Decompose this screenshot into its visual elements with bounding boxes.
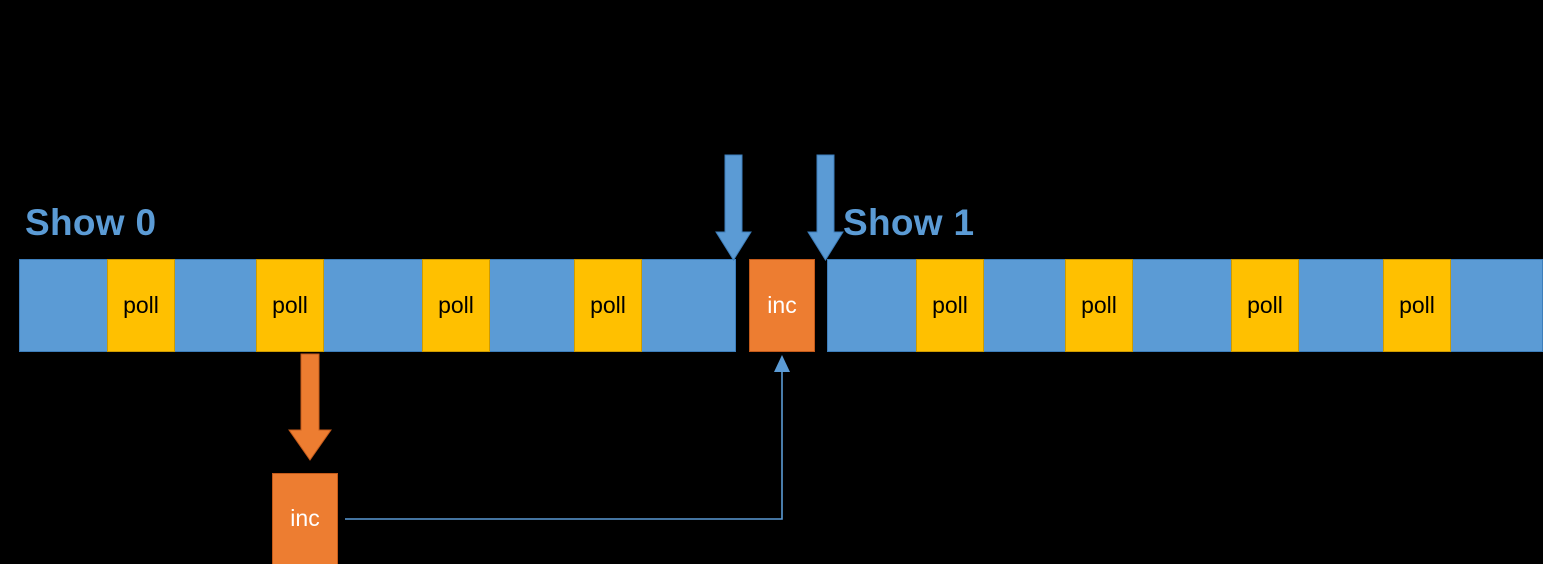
poll-block[interactable]: poll: [1065, 259, 1133, 352]
segment-label-show-1: Show 1: [843, 202, 975, 243]
frame-boundary-arrow-right-icon: [807, 154, 844, 261]
inc-block-deferred[interactable]: inc: [272, 473, 338, 564]
inc-block-timeline[interactable]: inc: [749, 259, 815, 352]
inc-return-connector-icon: [345, 355, 790, 520]
segment-label-show-0: Show 0: [25, 202, 157, 243]
poll-block[interactable]: poll: [256, 259, 324, 352]
poll-block[interactable]: poll: [1383, 259, 1451, 352]
poll-block[interactable]: poll: [916, 259, 984, 352]
poll-block[interactable]: poll: [574, 259, 642, 352]
frame-boundary-arrow-left-icon: [715, 154, 752, 261]
poll-block[interactable]: poll: [107, 259, 175, 352]
poll-block[interactable]: poll: [1231, 259, 1299, 352]
poll-to-inc-arrow-icon: [288, 353, 332, 461]
poll-block[interactable]: poll: [422, 259, 490, 352]
